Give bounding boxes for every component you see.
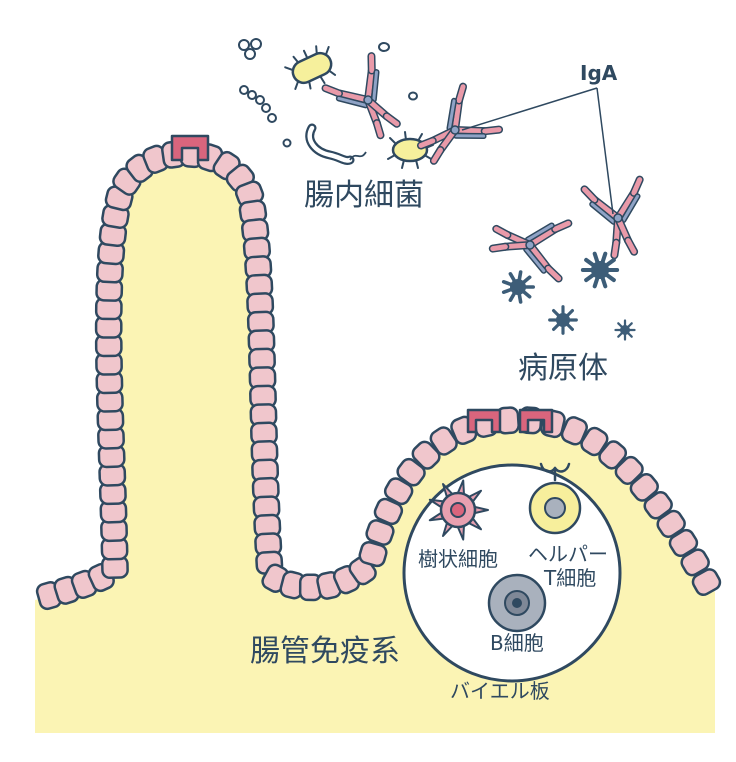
bacteria-icon xyxy=(284,45,337,91)
bacteria-icon xyxy=(238,38,418,148)
helper-t-label: T細胞 xyxy=(543,566,596,590)
pathogen-icon xyxy=(580,251,620,289)
b-cell-icon xyxy=(487,573,547,633)
epithelial-cell xyxy=(598,440,628,470)
epithelial-cell xyxy=(429,426,458,456)
iga-label: IgA xyxy=(580,61,618,85)
epithelial-cell xyxy=(656,509,686,539)
pathogen-icon xyxy=(501,270,535,304)
epithelial-cell xyxy=(358,540,388,568)
m-cell xyxy=(466,408,502,434)
peyer-epithelium xyxy=(358,406,722,597)
epithelial-cell xyxy=(691,568,722,597)
gut-immune-label: 腸管免疫系 xyxy=(250,634,400,669)
antibody-icon xyxy=(416,82,504,165)
epithelial-cell xyxy=(614,455,644,485)
pathogen-icon xyxy=(548,305,578,335)
bacteria-icon xyxy=(387,131,434,169)
epithelial-cell xyxy=(411,440,441,470)
iga-pointer xyxy=(461,87,614,215)
b-cell-label: B細胞 xyxy=(490,631,544,655)
epithelial-cell xyxy=(643,491,673,520)
bacteria-icon xyxy=(305,123,367,165)
antibody-icon xyxy=(488,219,573,283)
peyer-label: バイエル板 xyxy=(450,679,550,703)
helper-t-cell-icon xyxy=(528,462,582,535)
dendritic-cell-icon xyxy=(428,479,489,541)
epithelial-cell xyxy=(580,426,609,457)
antibody-icon xyxy=(580,175,644,260)
epithelial-cell xyxy=(560,416,588,446)
pathogen-icon xyxy=(614,319,636,341)
epithelial-cell xyxy=(396,457,426,487)
antibody-icon xyxy=(321,52,401,140)
m-cell xyxy=(518,408,554,434)
villus-epithelium xyxy=(35,139,377,611)
pathogen-label: 病原体 xyxy=(518,351,608,386)
m-cell xyxy=(170,134,210,162)
dendritic-cell-label: 樹状細胞 xyxy=(418,547,498,571)
helper-t-label: ヘルパー xyxy=(528,542,608,566)
pathogen-group xyxy=(501,251,636,341)
bacteria-label: 腸内細菌 xyxy=(304,178,424,213)
epithelial-cell xyxy=(668,528,699,558)
epithelial-cell xyxy=(383,477,414,506)
epithelial-cell xyxy=(365,519,395,546)
epithelial-cell xyxy=(680,548,710,577)
epithelial-cell xyxy=(629,473,659,502)
epithelial-cell xyxy=(373,497,404,526)
